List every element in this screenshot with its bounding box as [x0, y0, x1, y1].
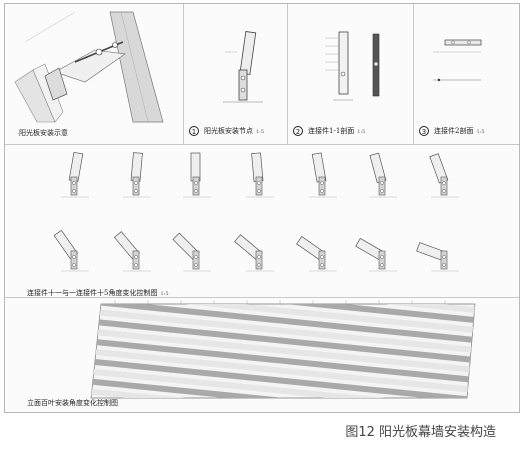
louver-blade [91, 308, 475, 354]
louver-blade [91, 318, 475, 364]
louver-blade [91, 304, 475, 324]
connector-variant [123, 152, 151, 198]
row-divider [5, 144, 519, 145]
connector-variant [172, 232, 211, 272]
detail-3-number: 3 [419, 126, 429, 136]
louver-blade [91, 328, 475, 374]
louver-label: 立面百叶安装角度变化控制图 [27, 399, 118, 407]
connector-variant [369, 152, 397, 198]
detail-2-drawing [325, 31, 380, 101]
louver-elevation [90, 300, 476, 399]
connector-variant [246, 152, 274, 198]
connector-variant [355, 237, 397, 272]
schematic-label: 阳光板安装示意 [19, 129, 68, 137]
detail-1-number: 1 [189, 126, 199, 136]
connector-variant [183, 152, 211, 198]
detail-1-drawing [223, 31, 263, 103]
row-divider [5, 297, 519, 298]
panel-divider [413, 4, 414, 144]
louver-blade [91, 304, 475, 344]
louver-blade [91, 338, 475, 384]
louver-blade [91, 358, 475, 398]
installation-schematic [14, 11, 164, 123]
louver-blade [91, 378, 475, 398]
connector-variant [416, 242, 459, 272]
panel-divider [287, 4, 288, 144]
connector-variant [113, 231, 151, 272]
connector-variant [296, 235, 337, 272]
louver-blade [91, 368, 475, 398]
connector-variant [53, 229, 89, 272]
louver-blade [91, 304, 475, 334]
louver-blade [91, 348, 475, 394]
panel-divider [183, 4, 184, 144]
connector-variant [309, 152, 337, 198]
detail-2-number: 2 [293, 126, 303, 136]
detail-3-drawing [433, 39, 482, 82]
connector-angle-grid [53, 151, 459, 272]
connector-variant [429, 153, 459, 198]
connector-variant [61, 151, 89, 198]
connector-variant [234, 234, 274, 272]
figure-caption: 图12 阳光板幕墙安装构造 [345, 425, 496, 440]
